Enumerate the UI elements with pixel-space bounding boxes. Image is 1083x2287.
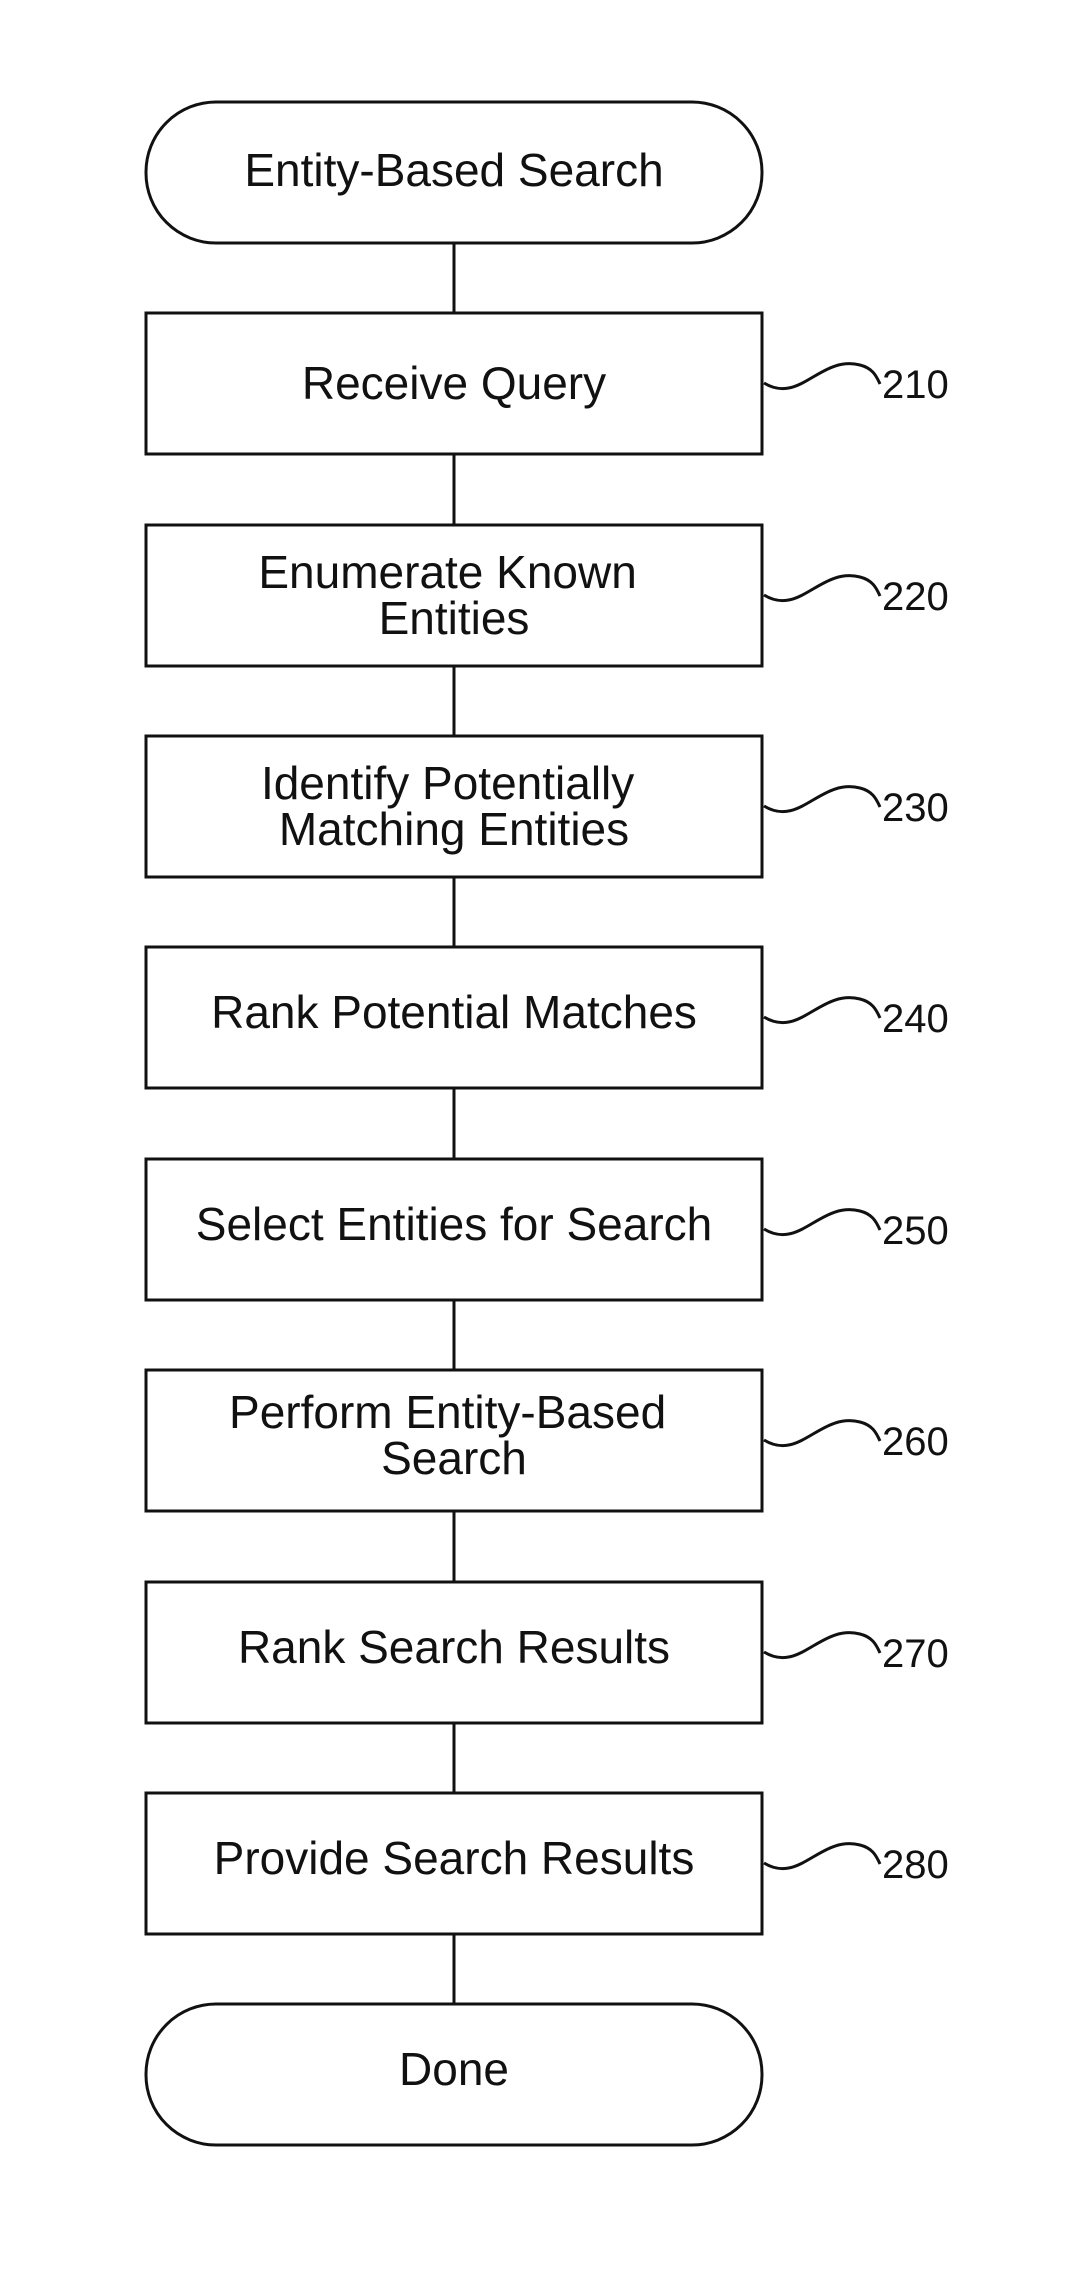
- process-step-230: Identify Potentially Matching Entities 2…: [146, 736, 949, 877]
- process-label-line: Perform Entity-Based: [229, 1386, 666, 1438]
- start-terminal-label: Entity-Based Search: [244, 144, 663, 196]
- process-label-line: Identify Potentially: [261, 757, 634, 809]
- reference-numeral: 260: [882, 1420, 949, 1464]
- process-label-line: Search: [381, 1432, 527, 1484]
- process-label-line: Select Entities for Search: [196, 1198, 712, 1250]
- reference-numeral: 280: [882, 1843, 949, 1887]
- process-label: Provide Search Results: [214, 1832, 695, 1884]
- process-label-line: Matching Entities: [279, 803, 629, 855]
- process-label: Select Entities for Search: [196, 1198, 712, 1250]
- reference-leader: [764, 787, 880, 812]
- reference-leader: [764, 1210, 880, 1235]
- process-step-240: Rank Potential Matches 240: [146, 947, 949, 1088]
- reference-numeral: 220: [882, 575, 949, 619]
- reference-numeral: 270: [882, 1632, 949, 1676]
- process-step-260: Perform Entity-Based Search 260: [146, 1370, 949, 1511]
- process-step-280: Provide Search Results 280: [146, 1793, 949, 1934]
- process-label-line: Receive Query: [302, 357, 606, 409]
- process-label-line: Provide Search Results: [214, 1832, 695, 1884]
- reference-leader: [764, 1633, 880, 1658]
- reference-numeral: 230: [882, 786, 949, 830]
- process-step-270: Rank Search Results 270: [146, 1582, 949, 1723]
- process-label: Receive Query: [302, 357, 606, 409]
- process-step-210: Receive Query 210: [146, 313, 949, 454]
- process-step-220: Enumerate Known Entities 220: [146, 525, 949, 666]
- reference-numeral: 210: [882, 363, 949, 407]
- reference-leader: [764, 1421, 880, 1446]
- reference-leader: [764, 1844, 880, 1869]
- end-terminal: Done: [146, 2004, 762, 2145]
- reference-numeral: 240: [882, 997, 949, 1041]
- process-label-line: Rank Potential Matches: [211, 986, 697, 1038]
- start-terminal: Entity-Based Search: [146, 102, 762, 243]
- reference-numeral: 250: [882, 1209, 949, 1253]
- process-label: Rank Potential Matches: [211, 986, 697, 1038]
- end-terminal-label: Done: [399, 2043, 509, 2095]
- process-label: Identify Potentially Matching Entities: [261, 757, 647, 855]
- process-label-line: Enumerate Known: [258, 546, 636, 598]
- process-label-line: Entities: [379, 592, 530, 644]
- reference-leader: [764, 576, 880, 601]
- reference-leader: [764, 364, 880, 389]
- reference-leader: [764, 998, 880, 1023]
- process-step-250: Select Entities for Search 250: [146, 1159, 949, 1300]
- process-label: Rank Search Results: [238, 1621, 670, 1673]
- process-label-line: Rank Search Results: [238, 1621, 670, 1673]
